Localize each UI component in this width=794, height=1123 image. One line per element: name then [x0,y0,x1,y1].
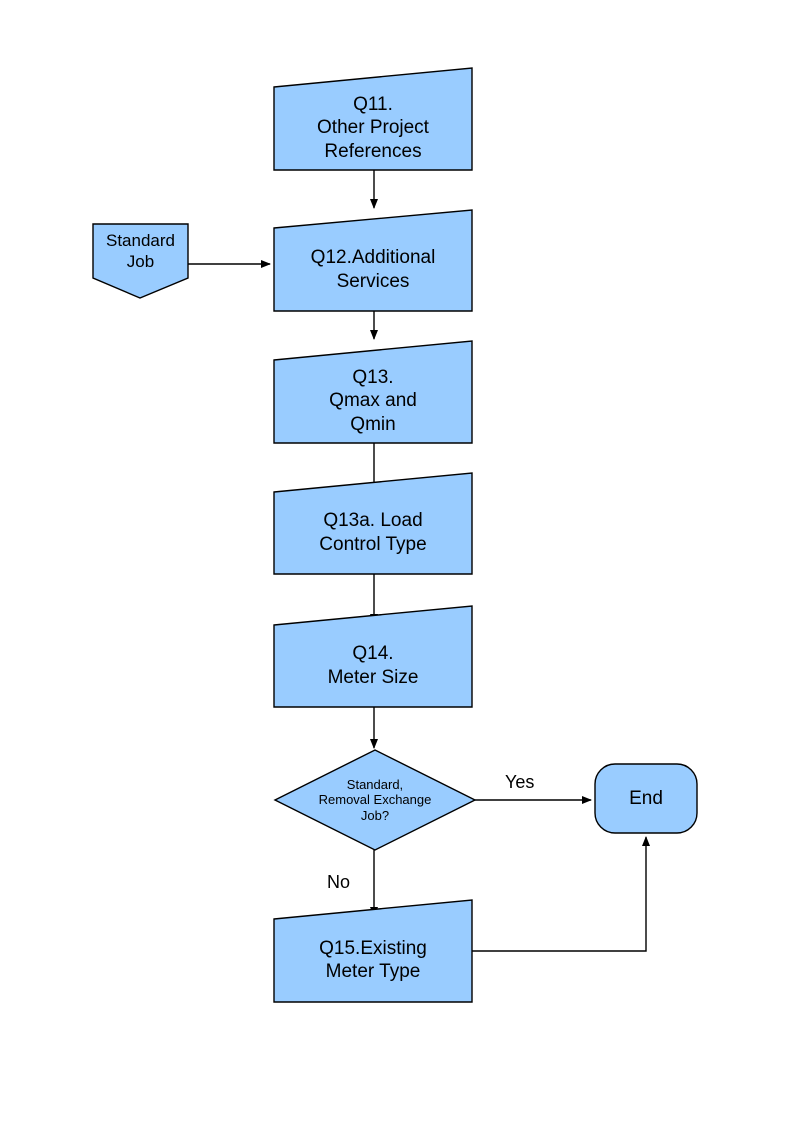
node-q12-shape[interactable] [273,209,473,312]
node-end-shape[interactable] [594,763,698,834]
node-q13-shape[interactable] [273,340,473,444]
node-standard-job-shape[interactable] [92,223,189,299]
node-q13a-shape[interactable] [273,472,473,575]
edge-label-yes: Yes [505,772,535,792]
node-q14-shape[interactable] [273,605,473,708]
node-q11-shape[interactable] [273,67,473,171]
edge-q15-to-end [472,836,650,952]
node-q15-shape[interactable] [273,899,473,1003]
node-decision-shape[interactable] [273,749,477,851]
edge-label-no: No [327,872,351,892]
